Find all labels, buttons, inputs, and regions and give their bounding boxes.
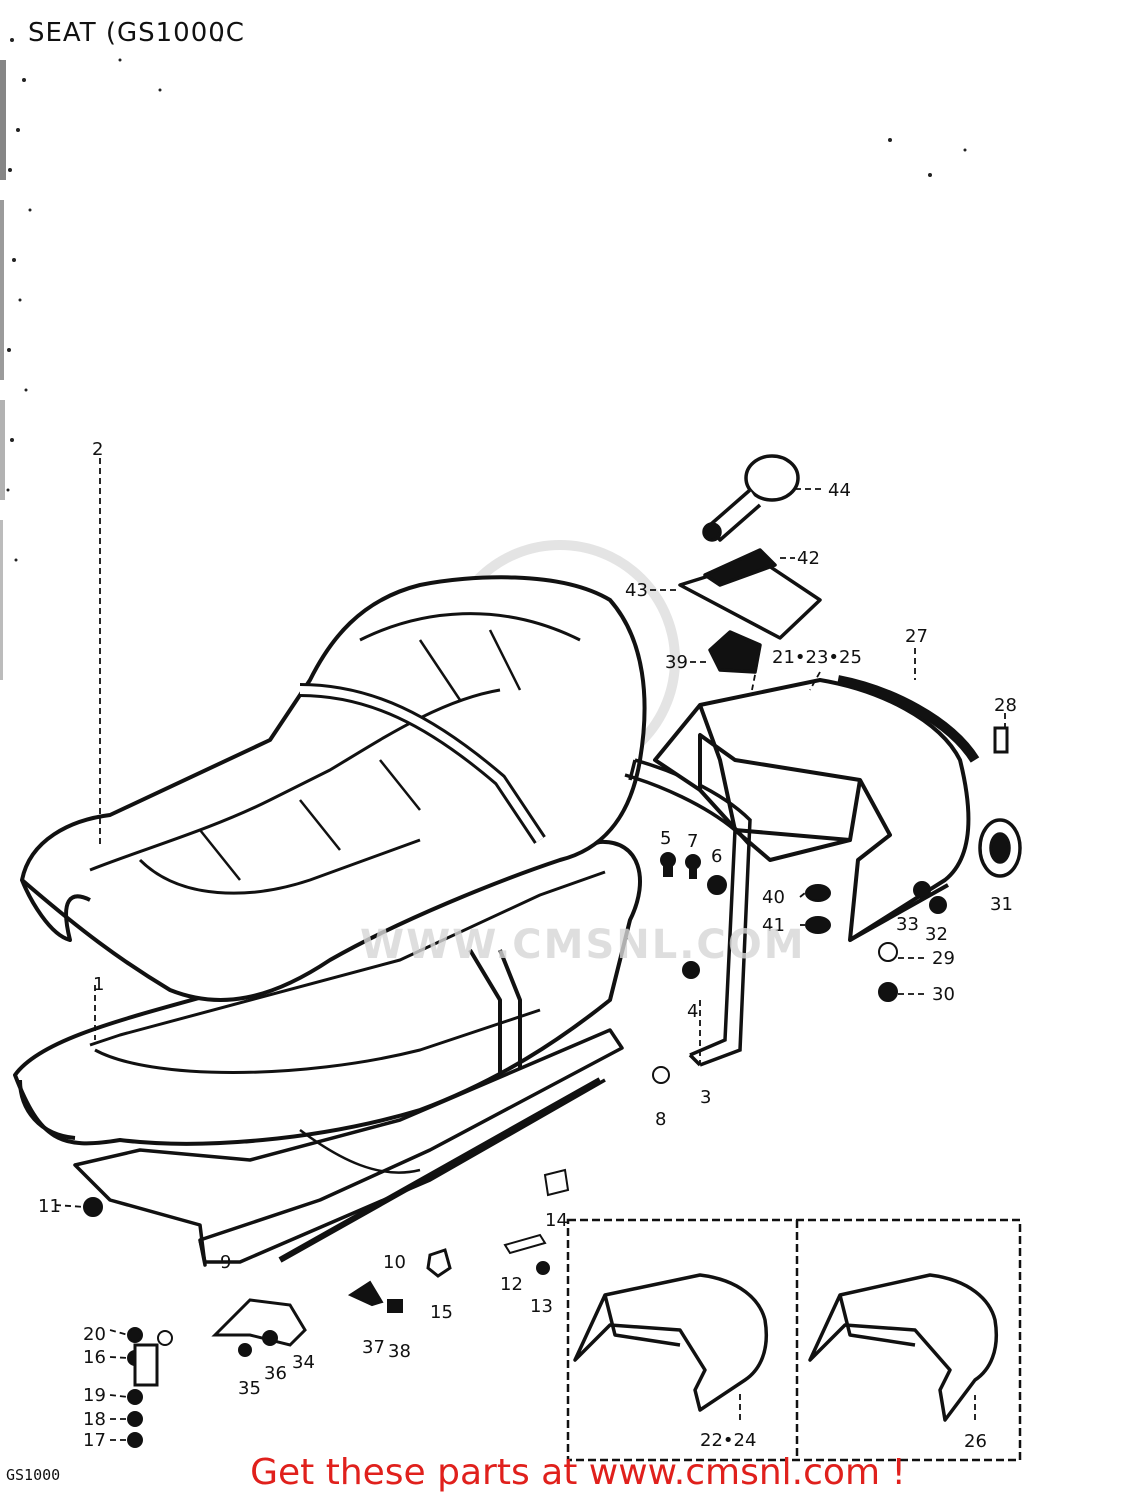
callout-40: 40 <box>762 887 785 908</box>
callout-5: 5 <box>660 828 671 849</box>
callout-31: 31 <box>990 894 1013 915</box>
seat-lock <box>678 454 822 674</box>
callout-44: 44 <box>828 480 851 501</box>
hardware <box>83 852 947 1448</box>
callout-32: 32 <box>925 924 948 945</box>
tail-cover <box>653 678 971 942</box>
callout-6: 6 <box>711 846 722 867</box>
scan-noise <box>0 38 967 680</box>
callout-39: 39 <box>665 652 688 673</box>
callout-16: 16 <box>83 1347 106 1368</box>
seat-base <box>73 1028 624 1267</box>
callout-27: 27 <box>905 626 928 647</box>
callout-42: 42 <box>797 548 820 569</box>
callout-9: 9 <box>220 1252 231 1273</box>
leader-lines <box>54 458 1006 1441</box>
callout-41: 41 <box>762 915 785 936</box>
callout-29: 29 <box>932 948 955 969</box>
rubber-strip <box>837 675 980 763</box>
callout-19: 19 <box>83 1385 106 1406</box>
seat-lower <box>13 839 642 1146</box>
callout-18: 18 <box>83 1409 106 1430</box>
callout-11: 11 <box>38 1196 61 1217</box>
callout-22-24: 22•24 <box>700 1430 756 1451</box>
callouts: 1 2 3 4 5 6 7 8 9 10 11 12 13 14 15 16 1… <box>38 439 1017 1452</box>
callout-34: 34 <box>292 1352 315 1373</box>
callout-8: 8 <box>655 1109 666 1130</box>
callout-13: 13 <box>530 1296 553 1317</box>
callout-2: 2 <box>92 439 103 460</box>
callout-20: 20 <box>83 1324 106 1345</box>
part-28 <box>993 726 1009 754</box>
diagram-title: SEAT (GS1000C <box>28 18 245 48</box>
callout-7: 7 <box>687 831 698 852</box>
callout-36: 36 <box>264 1363 287 1384</box>
callout-14: 14 <box>545 1210 568 1231</box>
callout-37: 37 <box>362 1337 385 1358</box>
callout-43: 43 <box>625 580 648 601</box>
callout-17: 17 <box>83 1430 106 1451</box>
callout-4: 4 <box>687 1001 698 1022</box>
model-code: GS1000 <box>6 1466 61 1484</box>
callout-12: 12 <box>500 1274 523 1295</box>
tail-light <box>978 818 1022 878</box>
callout-33: 33 <box>896 914 919 935</box>
callout-28: 28 <box>994 695 1017 716</box>
callout-30: 30 <box>932 984 955 1005</box>
callout-26: 26 <box>964 1431 987 1452</box>
callout-1: 1 <box>93 974 104 995</box>
callout-15: 15 <box>430 1302 453 1323</box>
alt-tail-covers <box>566 1218 1022 1462</box>
callout-21-23-25: 21•23•25 <box>772 647 862 668</box>
callout-35: 35 <box>238 1378 261 1399</box>
promo-banner-link[interactable]: Get these parts at www.cmsnl.com ! <box>250 1452 906 1493</box>
callout-3: 3 <box>700 1087 711 1108</box>
callout-38: 38 <box>388 1341 411 1362</box>
callout-10: 10 <box>383 1252 406 1273</box>
watermark-text: WWW.CMSNL.COM <box>360 922 806 968</box>
